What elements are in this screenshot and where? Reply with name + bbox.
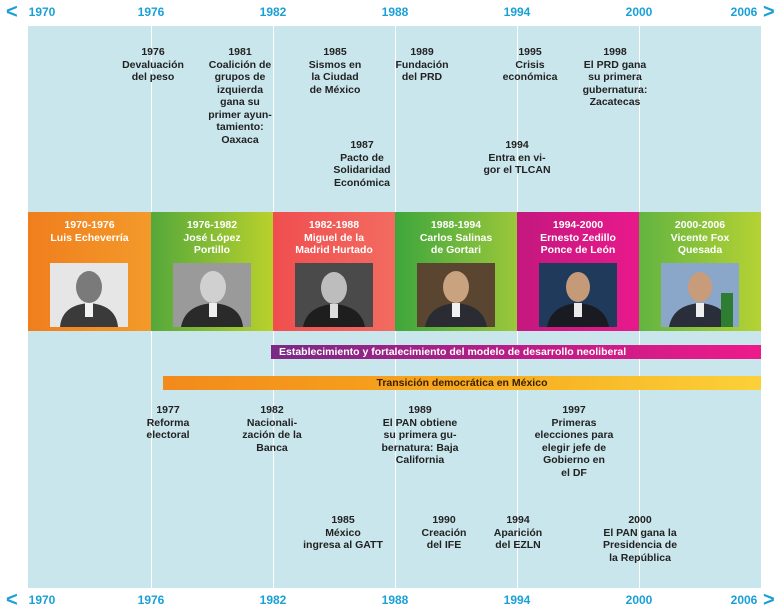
year-label: 1994 [503,593,531,607]
year-label: 2006 [730,5,758,19]
year-label: 1976 [137,593,165,607]
portrait-photo-fox [661,263,739,327]
left-arrow-icon: < [6,589,18,611]
year-label: 1976 [137,5,165,19]
bottom-year-axis: < 1970 1976 1982 1988 1994 2000 2006 > [0,588,779,612]
top-year-axis: < 1970 1976 1982 1988 1994 2000 2006 > [0,0,779,24]
portrait-photo-zedillo [539,263,617,327]
year-label: 1988 [381,593,409,607]
year-label: 1988 [381,5,409,19]
neoliberal-model-bar: Establecimiento y fortalecimiento del mo… [271,345,761,359]
year-label: 1982 [259,593,287,607]
portrait-photo-de-la-madrid [295,263,373,327]
left-arrow-icon: < [6,1,18,23]
year-label: 2006 [730,593,758,607]
year-label: 1970 [28,5,56,19]
right-arrow-icon: > [763,1,775,23]
prd-text: del PRD [401,71,443,83]
portrait-photo-lopez-portillo [173,263,251,327]
year-label: 1982 [259,5,287,19]
portrait-photo-echeverria [50,263,128,327]
year-label: 2000 [625,593,653,607]
democratic-transition-bar: Transición democrática en México [163,376,761,390]
year-label: 1970 [28,593,56,607]
year-label: 2000 [625,5,653,19]
year-label: 1994 [503,5,531,19]
right-arrow-icon: > [763,589,775,611]
portrait-photo-salinas [417,263,495,327]
